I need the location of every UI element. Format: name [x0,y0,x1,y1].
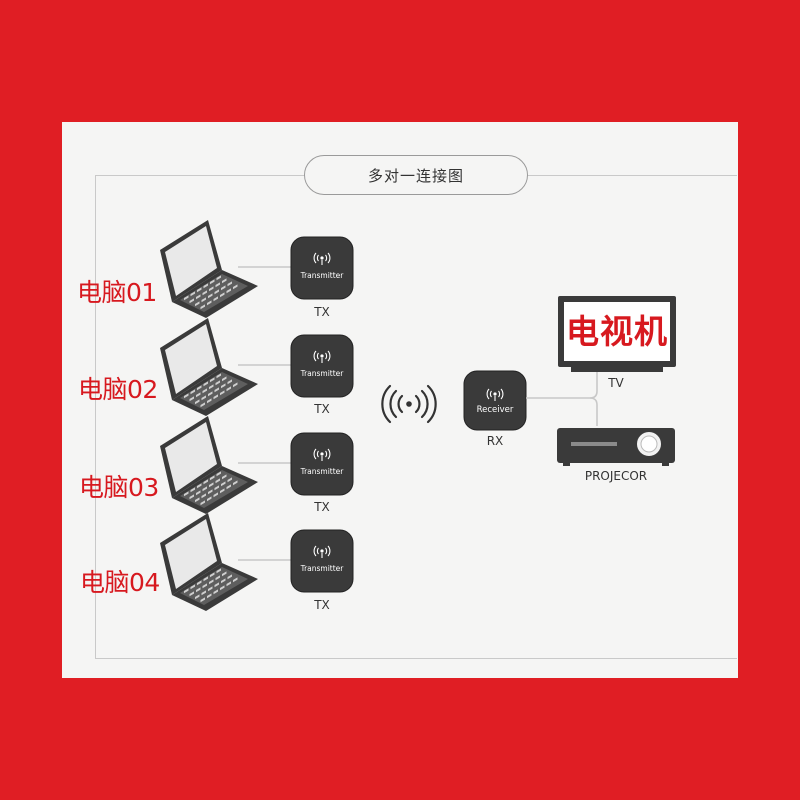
antenna-icon [313,448,331,461]
transmitter-device: Transmitter [290,529,354,593]
antenna-icon [313,252,331,265]
laptop-icon [160,318,258,416]
computer-row: Transmitter [160,513,354,611]
transmitter-device: Transmitter [290,236,354,300]
projector-label: PROJECOR [584,469,648,483]
computer-row: Transmitter [160,416,354,514]
tx-label: TX [314,598,330,612]
receiver-connection-lines [526,372,598,426]
antenna-icon [313,545,331,558]
projector-device [557,428,675,466]
antenna-icon [313,350,331,363]
transmitter-device: Transmitter [290,334,354,398]
diagram-title: 多对一连接图 [304,155,528,195]
tx-label: TX [314,305,330,319]
transmitter-device: Transmitter [290,432,354,496]
computer-row: Transmitter [160,318,354,416]
computer-label: 电脑04 [80,568,160,597]
antenna-icon [486,388,504,401]
computer-row: Transmitter [160,220,354,318]
wireless-signal-icon [381,384,437,424]
receiver-device: Receiver [463,370,527,431]
tv-screen-text: 电视机 [566,312,668,351]
transmitter-box-text: Transmitter [300,564,345,573]
tv-device [558,296,676,372]
tv-label: TV [608,376,624,390]
computer-label: 电脑02 [78,375,158,404]
laptop-icon [160,416,258,514]
laptop-icon [160,220,258,318]
transmitter-box-text: Transmitter [300,467,345,476]
computer-label: 电脑03 [79,473,159,502]
tx-label: TX [314,500,330,514]
transmitter-box-text: Transmitter [300,369,345,378]
receiver-label: RX [486,434,504,448]
laptop-icon [160,513,258,611]
computer-label: 电脑01 [77,278,157,307]
tx-label: TX [314,402,330,416]
receiver-box-text: Receiver [477,405,514,415]
transmitter-box-text: Transmitter [300,271,345,280]
